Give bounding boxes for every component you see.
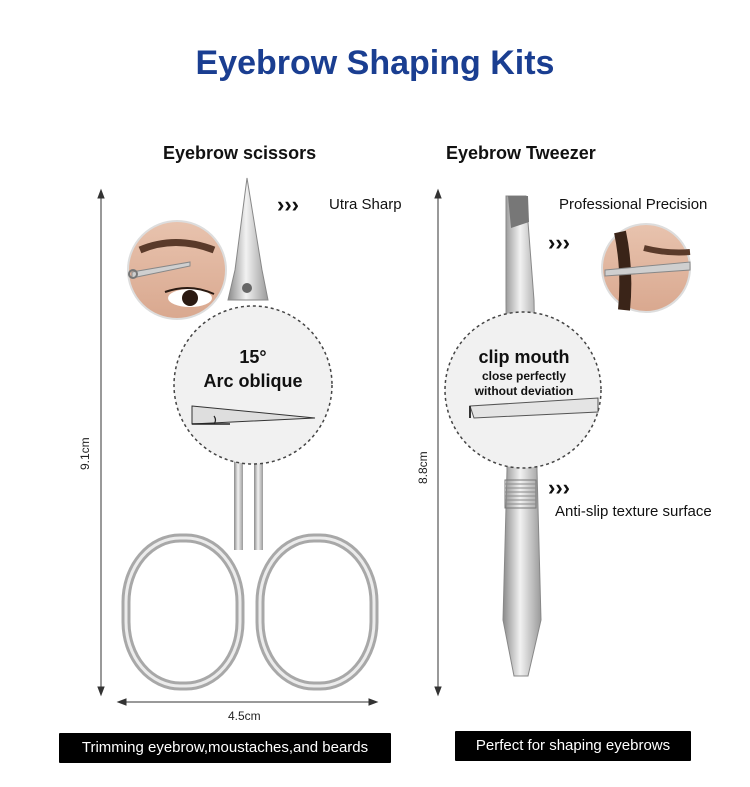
scissors-heading: Eyebrow scissors [163, 143, 317, 163]
scissors-angle-text: Arc oblique [203, 371, 303, 391]
tweezer-feature-top-label: Professional Precision [559, 196, 708, 213]
tweezer-clip-line2: without deviation [474, 384, 574, 398]
scissors-width-label: 4.5cm [228, 709, 261, 723]
scissors-handles [121, 533, 379, 691]
tweezer-height-dimension-line [434, 188, 442, 697]
tweezer-clip-line1: close perfectly [481, 369, 567, 383]
scissors-height-dimension-line [97, 188, 105, 697]
eye-inset-image [127, 220, 227, 320]
tweezer-heading: Eyebrow Tweezer [446, 143, 596, 163]
tweezer-banner: Perfect for shaping eyebrows [455, 731, 691, 761]
scissors-banner: Trimming eyebrow,moustaches,and beards [59, 733, 391, 763]
page-title: Eyebrow Shaping Kits [195, 44, 555, 82]
scissors-blade [227, 177, 269, 301]
tweezer-bottom-arrows-icon: ››› [548, 475, 570, 500]
scissors-angle-value: 15° [239, 347, 267, 367]
scissors-screw [242, 283, 252, 293]
scissors-width-dimension-line [116, 698, 379, 706]
scissors-shank-left [234, 440, 243, 550]
scissors-feature-label: Utra Sharp [329, 196, 402, 213]
scissors-detail-circle [173, 305, 333, 465]
tweezer-clip-title: clip mouth [478, 347, 570, 367]
scissors-shank-right [254, 440, 263, 550]
tweezer-height-label: 8.8cm [416, 451, 430, 484]
tweezer-detail-circle [444, 311, 602, 469]
tweezer-feature-bottom-label: Anti-slip texture surface [555, 503, 712, 520]
brow-inset-image [601, 223, 691, 313]
scissors-height-label: 9.1cm [78, 437, 92, 470]
scissors-arrows-icon: ››› [277, 192, 299, 217]
tweezer-top-arrows-icon: ››› [548, 230, 570, 255]
